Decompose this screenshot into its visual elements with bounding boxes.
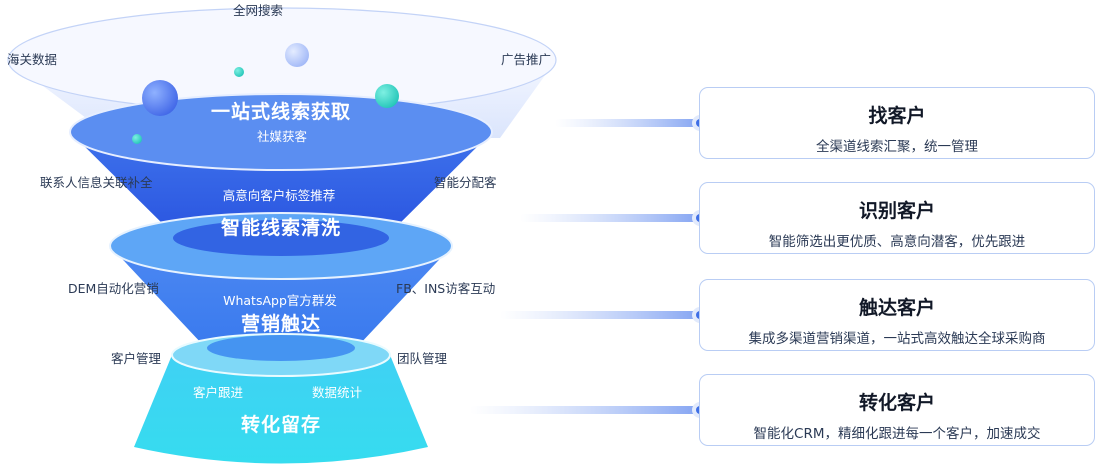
- label-stage3-right: 团队管理: [397, 351, 448, 366]
- connector-3: [500, 311, 700, 319]
- card-desc: 智能化CRM，精细化跟进每一个客户，加速成交: [753, 426, 1041, 442]
- label-stage1-right: 智能分配客: [434, 175, 497, 190]
- sphere-teal-icon: [375, 84, 399, 108]
- stage-title-1: 一站式线索获取: [210, 101, 352, 123]
- sphere-light-icon: [285, 43, 309, 67]
- stage-4-inner-label-2: 数据统计: [311, 385, 363, 400]
- card-find-customer: 找客户 全渠道线索汇聚，统一管理: [699, 87, 1095, 159]
- label-top: 全网搜索: [232, 3, 284, 18]
- connector-1: [555, 119, 700, 127]
- card-title: 识别客户: [858, 200, 935, 222]
- stage-1-inner-label: 社媒获客: [256, 129, 308, 144]
- card-desc: 智能筛选出更优质、高意向潜客，优先跟进: [768, 234, 1026, 250]
- stage-title-4: 转化留存: [240, 414, 322, 436]
- label-stage1-left: 联系人信息关联补全: [40, 175, 153, 190]
- label-stage2-right: FB、INS访客互动: [396, 281, 496, 296]
- card-desc: 集成多渠道营销渠道，一站式高效触达全球采购商: [748, 331, 1046, 347]
- sphere-small-teal-icon: [234, 67, 244, 77]
- card-convert-customer: 转化客户 智能化CRM，精细化跟进每一个客户，加速成交: [699, 374, 1095, 446]
- card-title: 触达客户: [858, 297, 935, 319]
- connector-2: [520, 214, 700, 222]
- card-desc: 全渠道线索汇聚，统一管理: [816, 139, 978, 155]
- stage-2-inner-label: 高意向客户标签推荐: [222, 188, 336, 203]
- stage-title-3: 营销触达: [240, 313, 322, 335]
- sphere-tiny-teal-icon: [132, 134, 142, 144]
- label-stage2-left: DEM自动化营销: [68, 281, 159, 296]
- label-top-right: 广告推广: [501, 52, 552, 67]
- stage-title-2: 智能线索清洗: [220, 217, 342, 239]
- card-identify-customer: 识别客户 智能筛选出更优质、高意向潜客，优先跟进: [699, 182, 1095, 254]
- stage-4-inner-label-1: 客户跟进: [192, 385, 244, 400]
- card-title: 找客户: [868, 105, 926, 127]
- connector-4: [470, 406, 700, 414]
- label-top-left: 海关数据: [7, 52, 58, 67]
- label-stage3-left: 客户管理: [111, 351, 162, 366]
- card-title: 转化客户: [858, 392, 935, 414]
- card-reach-customer: 触达客户 集成多渠道营销渠道，一站式高效触达全球采购商: [699, 279, 1095, 351]
- funnel-layer-3: [134, 355, 428, 464]
- sphere-large-icon: [142, 80, 178, 116]
- stage-3-inner-label: WhatsApp官方群发: [223, 293, 337, 308]
